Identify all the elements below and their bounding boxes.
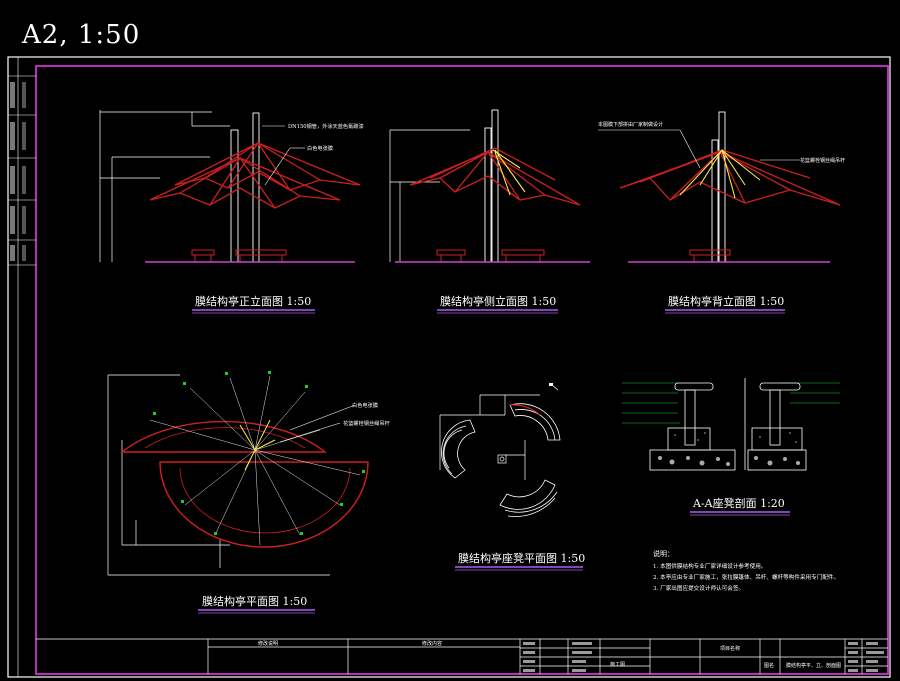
left-margin-strip	[8, 57, 36, 677]
back-elevation-title: 膜结构亭背立面图 1:50	[668, 294, 784, 308]
seat-section-view: A-A座凳剖面 1:20	[622, 378, 840, 516]
outer-frame	[7, 56, 891, 678]
plan-title: 膜结构亭平面图 1:50	[202, 594, 307, 608]
notes-item-2: 2. 本亭应由专业厂家施工，张拉膜篷体、吊杆、螺杆等构件采用专门配件。	[653, 573, 839, 581]
back-membrane-note: 本图膜下部拼由厂家制做设计	[598, 121, 663, 128]
front-elevation-title: 膜结构亭正立面图 1:50	[195, 294, 311, 308]
drawing-label: 图名	[764, 662, 774, 669]
front-elevation-view: DN150钢管，外涂天蓝色氟碳漆 白色电张膜 膜结构亭正立面图 1:50	[99, 110, 364, 314]
notes-item-1: 1. 本图供膜结构专业厂家详细设计参考使用。	[653, 562, 766, 570]
side-elevation-title: 膜结构亭侧立面图 1:50	[440, 294, 556, 308]
seat-plan-view: 膜结构亭座凳平面图 1:50	[439, 383, 585, 571]
change-content-label: 修改内容	[422, 640, 442, 647]
back-cable-note: 花篮螺栓钢丝绳吊杆	[800, 157, 845, 164]
notes-item-3: 3. 厂家出图应提交设计师认可会签。	[653, 584, 744, 592]
title-block: 修改说明 修改内容 施工图 项目名称 图名 膜结构亭平、立、剖面图	[36, 638, 888, 674]
general-notes: 说明： 1. 本图供膜结构专业厂家详细设计参考使用。 2. 本亭应由专业厂家施工…	[653, 549, 839, 592]
change-record-label: 修改说明	[258, 640, 278, 647]
drawing-name: 膜结构亭平、立、剖面图	[786, 662, 841, 669]
inner-border	[35, 65, 889, 675]
design-stage-label: 施工图	[610, 661, 625, 668]
seat-section-title: A-A座凳剖面 1:20	[692, 496, 785, 510]
sheet-size-scale-label: A2, 1:50	[22, 20, 141, 50]
back-elevation-view: 本图膜下部拼由厂家制做设计 花篮螺栓钢丝绳吊杆 膜结构亭背立面图 1:50	[598, 111, 845, 314]
plan-membrane-note: 白色电张膜	[352, 401, 378, 409]
front-post-note: DN150钢管，外涂天蓝色氟碳漆	[288, 122, 364, 130]
side-elevation-view: 膜结构亭侧立面图 1:50	[389, 109, 590, 314]
front-membrane-note: 白色电张膜	[307, 144, 333, 152]
notes-heading: 说明：	[653, 549, 674, 558]
plan-cable-note: 花篮螺栓钢丝绳吊杆	[343, 419, 390, 427]
plan-view: 白色电张膜 花篮螺栓钢丝绳吊杆 膜结构亭平面图 1:50	[107, 371, 390, 614]
project-name-label: 项目名称	[720, 645, 740, 652]
seat-plan-title: 膜结构亭座凳平面图 1:50	[458, 551, 585, 565]
